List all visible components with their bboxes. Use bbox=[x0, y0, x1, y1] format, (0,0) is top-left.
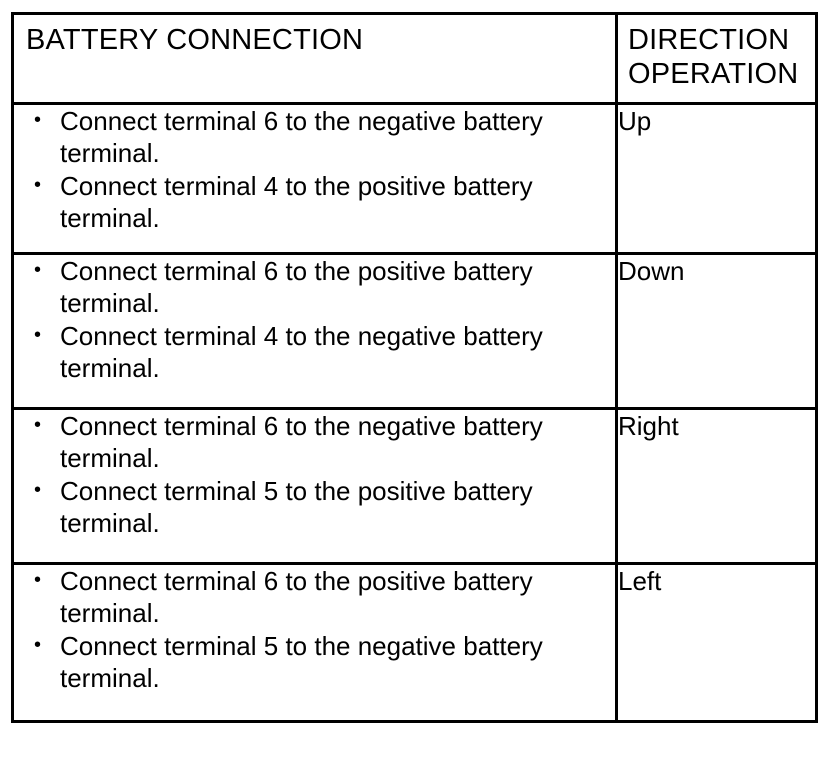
connection-cell: Connect terminal 6 to the negative batte… bbox=[11, 407, 618, 565]
connection-cell: Connect terminal 6 to the positive batte… bbox=[11, 252, 618, 410]
list-item: Connect terminal 6 to the negative batte… bbox=[14, 104, 615, 169]
list-item: Connect terminal 6 to the negative batte… bbox=[14, 409, 615, 474]
direction-cell: Up bbox=[615, 102, 818, 255]
list-item: Connect terminal 4 to the negative batte… bbox=[14, 319, 615, 384]
list-item: Connect terminal 5 to the positive batte… bbox=[14, 474, 615, 539]
table-header-row: BATTERY CONNECTION DIRECTION OPERATION bbox=[11, 12, 818, 105]
connection-bullet-list: Connect terminal 6 to the positive batte… bbox=[14, 254, 615, 384]
direction-cell: Right bbox=[615, 407, 818, 565]
direction-value: Left bbox=[618, 566, 662, 596]
table-row: Connect terminal 6 to the positive batte… bbox=[11, 562, 818, 723]
direction-value: Up bbox=[618, 106, 652, 136]
table-row: Connect terminal 6 to the negative batte… bbox=[11, 407, 818, 565]
connection-cell: Connect terminal 6 to the positive batte… bbox=[11, 562, 618, 723]
column-header-direction-operation: DIRECTION OPERATION bbox=[628, 24, 799, 90]
column-header-battery-connection: BATTERY CONNECTION bbox=[26, 24, 364, 56]
header-cell-direction: DIRECTION OPERATION bbox=[615, 12, 818, 105]
connection-bullet-list: Connect terminal 6 to the negative batte… bbox=[14, 104, 615, 234]
list-item: Connect terminal 5 to the negative batte… bbox=[14, 629, 615, 694]
table-row: Connect terminal 6 to the negative batte… bbox=[11, 102, 818, 255]
connection-bullet-list: Connect terminal 6 to the positive batte… bbox=[14, 564, 615, 694]
direction-value: Right bbox=[618, 411, 679, 441]
direction-cell: Down bbox=[615, 252, 818, 410]
list-item: Connect terminal 4 to the positive batte… bbox=[14, 169, 615, 234]
direction-cell: Left bbox=[615, 562, 818, 723]
table-row: Connect terminal 6 to the positive batte… bbox=[11, 252, 818, 410]
battery-connection-table: BATTERY CONNECTION DIRECTION OPERATION C… bbox=[11, 12, 818, 723]
direction-value: Down bbox=[618, 256, 685, 286]
list-item: Connect terminal 6 to the positive batte… bbox=[14, 254, 615, 319]
connection-bullet-list: Connect terminal 6 to the negative batte… bbox=[14, 409, 615, 539]
connection-cell: Connect terminal 6 to the negative batte… bbox=[11, 102, 618, 255]
list-item: Connect terminal 6 to the positive batte… bbox=[14, 564, 615, 629]
header-cell-connection: BATTERY CONNECTION bbox=[11, 12, 618, 105]
